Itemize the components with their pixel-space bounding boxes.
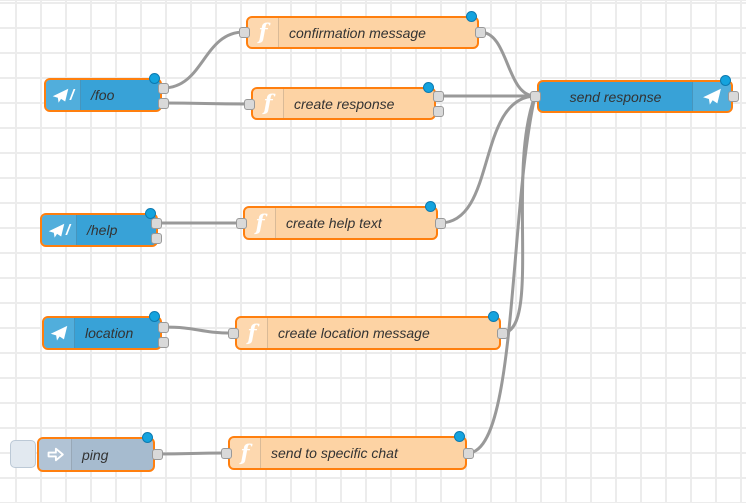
node-create-help-text[interactable]: f create help text xyxy=(243,206,438,240)
wire[interactable] xyxy=(155,451,228,456)
inject-button[interactable] xyxy=(10,440,36,468)
node-label: create help text xyxy=(286,215,382,231)
node-label: send to specific chat xyxy=(271,445,398,461)
node-label: create response xyxy=(294,95,395,112)
function-f-glyph: f xyxy=(247,319,257,345)
port-out-2[interactable] xyxy=(157,336,169,348)
slash-glyph: / xyxy=(69,86,75,104)
node-location[interactable]: location xyxy=(42,316,162,350)
port-in[interactable] xyxy=(235,217,247,229)
port-out[interactable] xyxy=(434,217,446,229)
changed-indicator xyxy=(144,207,156,219)
node-label: send response xyxy=(569,88,662,105)
changed-indicator xyxy=(422,81,434,93)
wire[interactable] xyxy=(466,94,537,455)
node-help[interactable]: / /help xyxy=(40,213,158,247)
port-out-1[interactable] xyxy=(432,90,444,102)
telegram-sender-icon xyxy=(692,82,731,111)
node-label: ping xyxy=(82,446,109,463)
changed-indicator xyxy=(465,10,477,22)
port-out[interactable] xyxy=(462,447,474,459)
wire[interactable] xyxy=(161,101,249,106)
paper-plane-icon xyxy=(703,88,721,105)
wire[interactable] xyxy=(478,30,537,98)
node-label: location xyxy=(85,325,134,341)
node-send-to-specific-chat[interactable]: f send to specific chat xyxy=(228,436,467,470)
node-create-response[interactable]: f create response xyxy=(251,87,436,120)
function-f-glyph: f xyxy=(258,19,268,44)
slash-glyph: / xyxy=(65,221,71,239)
changed-indicator xyxy=(424,200,436,212)
telegram-command-icon: / xyxy=(46,80,81,110)
function-f-glyph: f xyxy=(263,90,273,115)
function-icon: f xyxy=(248,18,279,47)
port-in[interactable] xyxy=(238,26,250,38)
function-icon: f xyxy=(237,318,268,348)
port-out[interactable] xyxy=(727,90,739,102)
inject-arrow-icon xyxy=(47,447,64,462)
node-label: /foo xyxy=(91,87,115,103)
node-create-location-message[interactable]: f create location message xyxy=(235,316,501,350)
changed-indicator xyxy=(148,72,160,84)
port-out-1[interactable] xyxy=(157,82,169,94)
port-out-1[interactable] xyxy=(157,321,169,333)
node-foo[interactable]: / /foo xyxy=(44,78,162,112)
wire[interactable] xyxy=(500,94,537,335)
port-out-2[interactable] xyxy=(150,232,162,244)
function-f-glyph: f xyxy=(240,439,250,465)
port-out-2[interactable] xyxy=(432,105,444,117)
wire[interactable] xyxy=(438,94,537,225)
paper-plane-icon xyxy=(50,325,68,341)
changed-indicator xyxy=(141,431,153,443)
paper-plane-icon xyxy=(52,88,69,103)
telegram-event-icon xyxy=(44,318,75,348)
port-in[interactable] xyxy=(220,447,232,459)
port-in[interactable] xyxy=(243,98,255,110)
wire[interactable] xyxy=(161,325,235,335)
function-icon: f xyxy=(230,438,261,468)
node-send-response[interactable]: send response xyxy=(537,80,733,113)
port-out-1[interactable] xyxy=(150,217,162,229)
port-in[interactable] xyxy=(227,327,239,339)
node-confirmation-message[interactable]: f confirmation message xyxy=(246,16,479,49)
wire[interactable] xyxy=(161,30,246,90)
node-label: create location message xyxy=(278,325,430,341)
node-label: confirmation message xyxy=(289,24,426,41)
telegram-command-icon: / xyxy=(42,215,77,245)
port-in[interactable] xyxy=(529,90,541,102)
function-icon: f xyxy=(245,208,276,238)
paper-plane-icon xyxy=(48,223,65,238)
function-icon: f xyxy=(253,89,284,118)
changed-indicator xyxy=(453,430,465,442)
function-f-glyph: f xyxy=(255,209,265,235)
changed-indicator xyxy=(719,74,731,86)
node-ping[interactable]: ping xyxy=(37,437,155,472)
changed-indicator xyxy=(487,310,499,322)
port-out[interactable] xyxy=(474,26,486,38)
port-out[interactable] xyxy=(151,448,163,460)
inject-icon xyxy=(39,439,72,470)
port-out[interactable] xyxy=(496,327,508,339)
node-label: /help xyxy=(87,222,118,238)
changed-indicator xyxy=(148,310,160,322)
port-out-2[interactable] xyxy=(157,97,169,109)
